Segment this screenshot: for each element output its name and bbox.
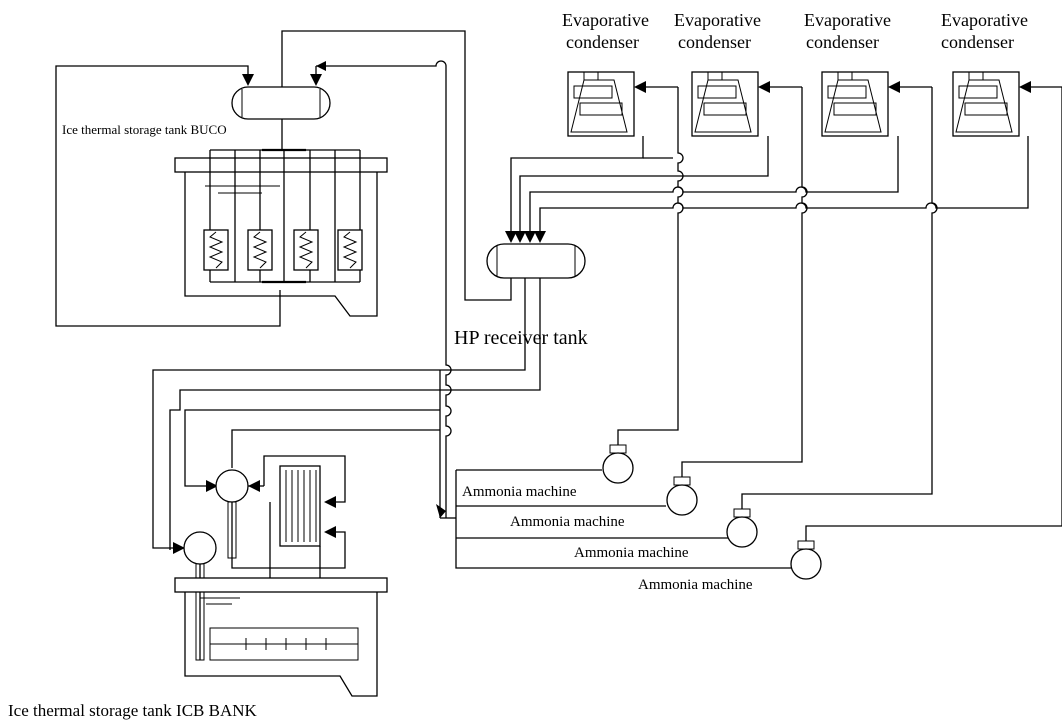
arrow-icon (634, 81, 646, 93)
ammonia-machine-4 (790, 540, 822, 580)
buco-coil-elements (203, 229, 363, 271)
arrow-icon (524, 231, 536, 243)
hp-receiver-tank (486, 243, 586, 279)
condenser-1-label-line2: condenser (566, 32, 639, 52)
arrow-icon (1019, 81, 1031, 93)
icb-pump-lower (183, 531, 217, 565)
evaporative-condenser-3 (821, 71, 889, 137)
icb-pump-upper (215, 469, 249, 503)
condenser-4-label-line1: Evaporative (941, 10, 1028, 30)
machine-discharge-risers (617, 87, 1062, 541)
arrow-icon (324, 496, 336, 508)
icb-ice-tank (174, 577, 388, 697)
icb-heat-exchanger (231, 455, 346, 578)
ammonia-machine-3-label: Ammonia machine (574, 545, 689, 561)
arrow-icon (514, 231, 526, 243)
icb-tank-label: Ice thermal storage tank ICB BANK (8, 701, 258, 720)
arrow-icon (534, 231, 546, 243)
ammonia-machine-3 (726, 508, 758, 548)
evaporative-condenser-4 (952, 71, 1020, 137)
arrow-icon (505, 231, 517, 243)
ammonia-machine-4-label: Ammonia machine (638, 577, 753, 593)
evaporative-condenser-2 (691, 71, 759, 137)
evaporative-condenser-1 (567, 71, 635, 137)
condenser-inlet-lines (634, 81, 1062, 93)
buco-feed-lines (55, 65, 322, 327)
arrow-icon (758, 81, 770, 93)
buco-ice-tank (174, 148, 388, 317)
arrow-icon (206, 480, 218, 492)
condenser-4-label-line2: condenser (941, 32, 1014, 52)
buco-separator-drum (231, 86, 331, 120)
arrow-icon (173, 542, 185, 554)
ammonia-header-lines (455, 469, 798, 569)
condenser-outlet-lines (505, 136, 1029, 243)
arrow-icon (324, 526, 336, 538)
condenser-2-label-line1: Evaporative (674, 10, 761, 30)
hp-receiver-label: HP receiver tank (454, 327, 588, 349)
arrow-icon (888, 81, 900, 93)
ammonia-machine-2-label: Ammonia machine (510, 514, 625, 530)
ammonia-machine-2 (666, 476, 698, 516)
condenser-3-label-line1: Evaporative (804, 10, 891, 30)
ammonia-machine-1-label: Ammonia machine (462, 484, 577, 500)
condenser-3-label-line2: condenser (806, 32, 879, 52)
ammonia-machine-1 (602, 444, 634, 484)
condenser-1-label-line1: Evaporative (562, 10, 649, 30)
main-suction-line (316, 60, 456, 519)
arrow-icon (436, 504, 446, 518)
hp-receiver-piping (152, 30, 576, 550)
condenser-2-label-line2: condenser (678, 32, 751, 52)
arrow-icon (316, 61, 326, 71)
buco-tank-label: Ice thermal storage tank BUCO (62, 122, 227, 137)
arrow-icon (248, 480, 260, 492)
